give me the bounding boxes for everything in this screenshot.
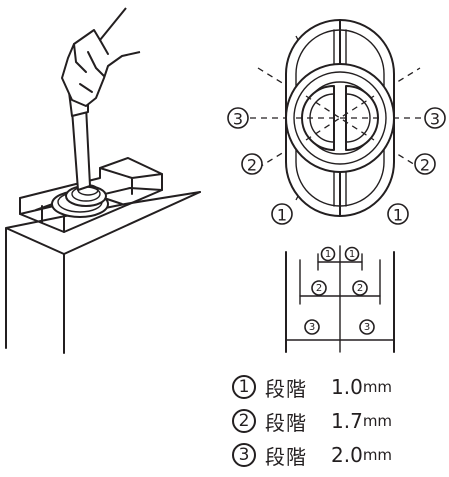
legend-step-label: 段階	[265, 410, 307, 435]
marker-3-left-text: 3	[233, 110, 243, 129]
legend-marker: 1	[232, 375, 256, 399]
legend-unit: mm	[362, 446, 393, 464]
legend-row-1: 1 段階 1.0 mm	[232, 370, 444, 404]
legend-unit: mm	[362, 378, 393, 396]
scheme-marker-1-left-text: 1	[325, 249, 331, 260]
hand-screwdriver-illustration	[5, 7, 201, 354]
scheme-marker-1-right: 1	[344, 246, 360, 262]
legend-marker: 2	[232, 409, 256, 433]
marker-1-left-text: 1	[277, 206, 287, 225]
marker-2-left-text: 2	[247, 156, 257, 175]
legend-step-label: 段階	[265, 376, 307, 401]
scheme-marker-1-left: 1	[320, 246, 336, 262]
scheme-marker-3-left: 3	[304, 319, 320, 335]
scheme-marker-3-right: 3	[359, 319, 375, 335]
marker-3-right-text: 3	[430, 110, 440, 129]
device-body	[5, 157, 201, 354]
marker-2-left: 2	[241, 153, 263, 175]
legend-step-label: 段階	[265, 444, 307, 469]
dial-front-view: 3 3 2 2 1 1	[227, 19, 446, 225]
marker-1-left: 1	[271, 203, 293, 225]
scheme-marker-2-left: 2	[311, 280, 327, 296]
legend-value: 1.7	[331, 409, 363, 433]
step-width-scheme: 1 1 2 2 3 3	[285, 245, 395, 353]
legend-marker: 3	[232, 443, 256, 467]
screw-knob	[51, 184, 109, 218]
legend-row-2: 2 段階 1.7 mm	[232, 404, 444, 438]
step-legend: 1 段階 1.0 mm 2 段階 1.7 mm 3 段階 2.0 mm	[232, 370, 444, 472]
scheme-marker-2-right: 2	[352, 280, 368, 296]
scheme-marker-2-right-text: 2	[357, 283, 363, 294]
marker-3-left: 3	[227, 107, 249, 129]
scheme-marker-2-left-text: 2	[316, 283, 322, 294]
dial-disc	[285, 63, 395, 173]
marker-1-right-text: 1	[393, 206, 403, 225]
legend-value: 2.0	[331, 443, 363, 467]
scheme-marker-3-left-text: 3	[309, 322, 315, 333]
marker-1-right: 1	[387, 203, 409, 225]
scheme-marker-3-right-text: 3	[364, 322, 370, 333]
marker-2-right: 2	[414, 153, 436, 175]
marker-2-right-text: 2	[420, 156, 430, 175]
marker-3-right: 3	[424, 107, 446, 129]
legend-unit: mm	[362, 412, 393, 430]
legend-value: 1.0	[331, 375, 363, 399]
scheme-marker-1-right-text: 1	[349, 249, 355, 260]
hand	[61, 7, 141, 107]
legend-row-3: 3 段階 2.0 mm	[232, 438, 444, 472]
